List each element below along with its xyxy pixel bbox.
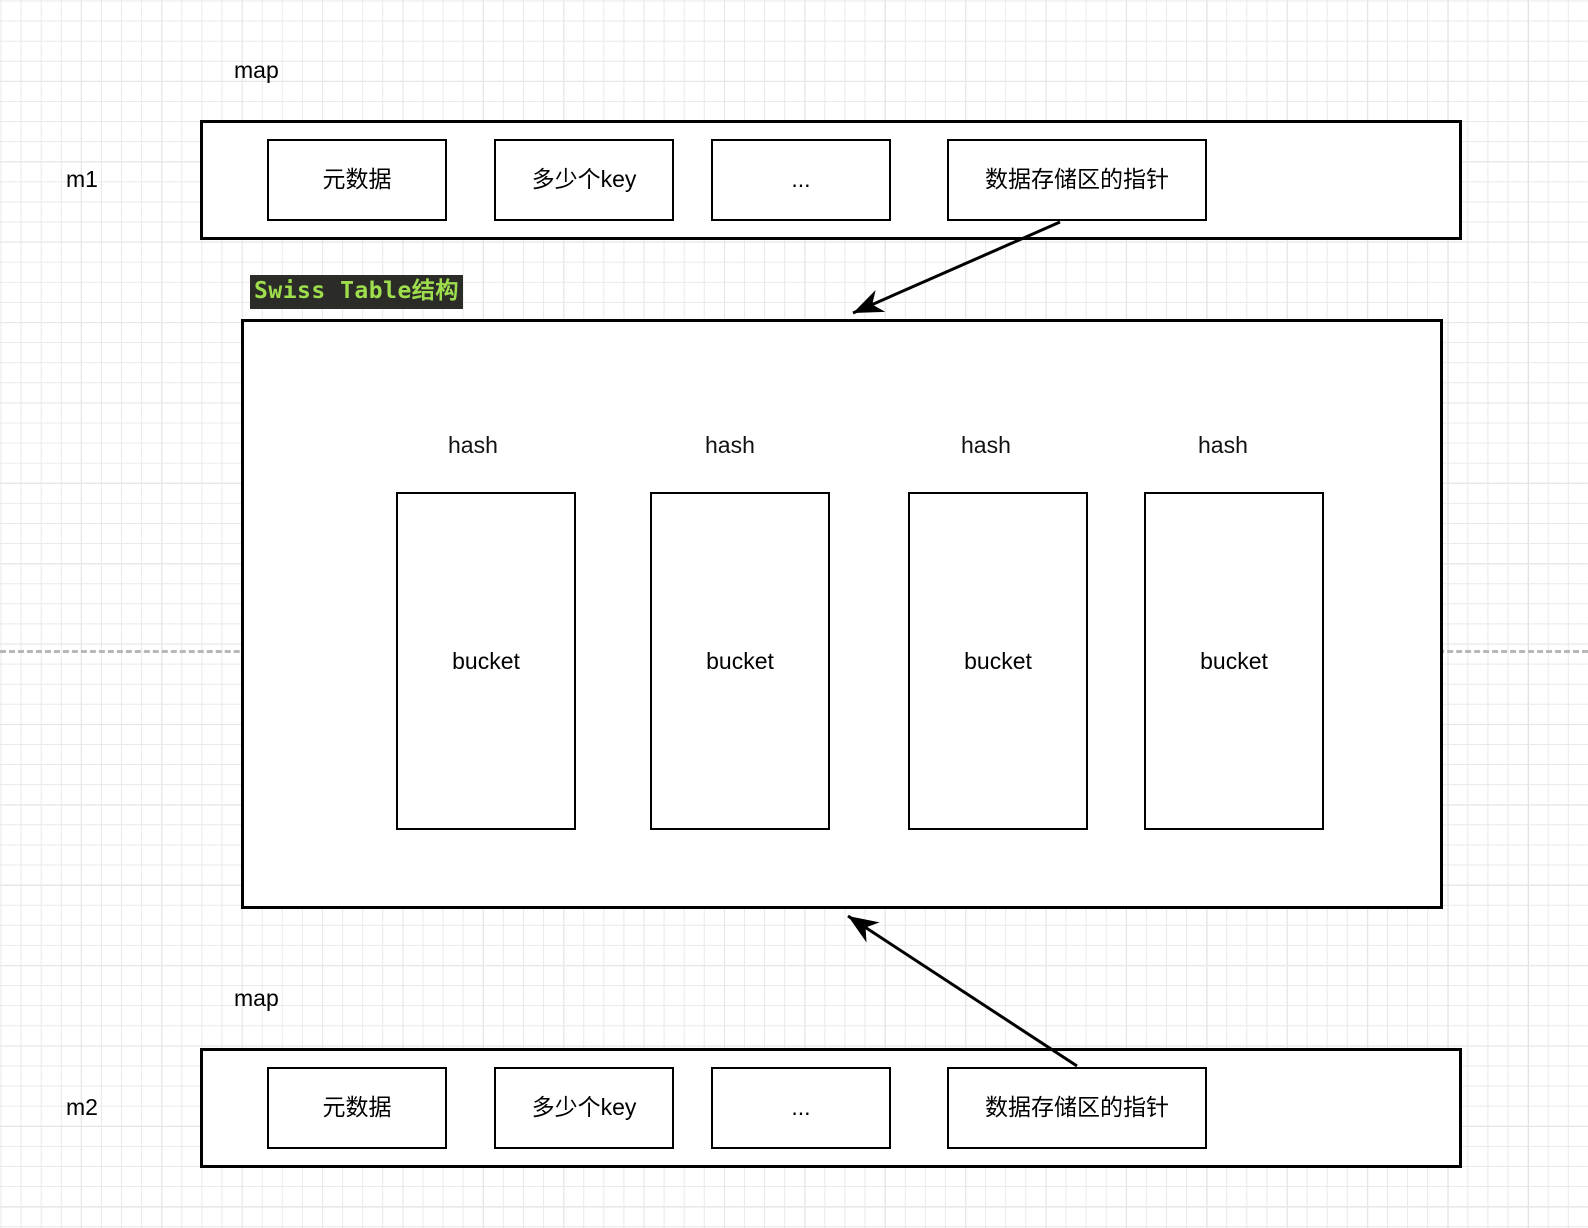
- bucket-box-2[interactable]: bucket: [650, 492, 830, 830]
- map-cell-m2-keycount[interactable]: 多少个key: [494, 1067, 674, 1149]
- side-label-m2: m2: [66, 1094, 98, 1120]
- map-cell-m2-ellipsis[interactable]: ...: [711, 1067, 891, 1149]
- arrow-m2-to-swiss-table: [847, 914, 1078, 1068]
- hash-label-4: hash: [1198, 432, 1248, 458]
- map-label-m1: map: [234, 57, 279, 83]
- hash-label-3: hash: [961, 432, 1011, 458]
- map-cell-m2-metadata[interactable]: 元数据: [267, 1067, 447, 1149]
- map-cell-m1-data-pointer[interactable]: 数据存储区的指针: [947, 139, 1207, 221]
- map-cell-m1-metadata[interactable]: 元数据: [267, 139, 447, 221]
- side-label-m1: m1: [66, 166, 98, 192]
- bucket-box-4[interactable]: bucket: [1144, 492, 1324, 830]
- map-cell-m1-ellipsis[interactable]: ...: [711, 139, 891, 221]
- hash-label-2: hash: [705, 432, 755, 458]
- swiss-table-tag: Swiss Table结构: [250, 275, 463, 310]
- hash-label-1: hash: [448, 432, 498, 458]
- map-cell-m2-data-pointer[interactable]: 数据存储区的指针: [947, 1067, 1207, 1149]
- bucket-box-3[interactable]: bucket: [908, 492, 1088, 830]
- map-cell-m1-keycount[interactable]: 多少个key: [494, 139, 674, 221]
- bucket-box-1[interactable]: bucket: [396, 492, 576, 830]
- map-label-m2: map: [234, 985, 279, 1011]
